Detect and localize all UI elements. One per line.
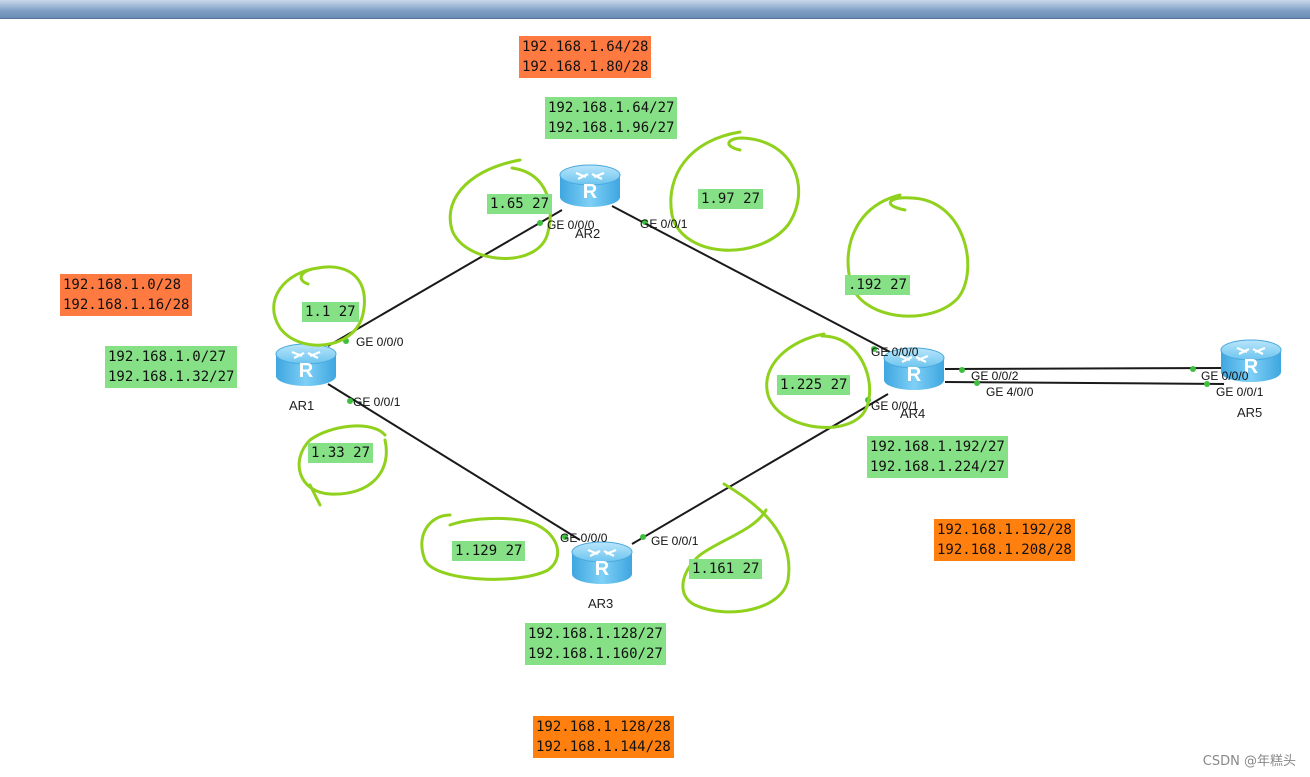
router-ar1-icon[interactable]	[274, 342, 338, 388]
port-label: GE 0/0/0	[547, 218, 595, 232]
subnet-text: 192.168.1.224/27	[870, 459, 1005, 475]
interface-tag-ar2-g0: 1.65 27	[487, 194, 553, 214]
port-label: GE 0/0/0	[356, 335, 404, 349]
subnet-text: 192.168.1.80/28	[522, 59, 649, 75]
subnet-text: 192.168.1.64/28	[522, 39, 649, 55]
subnet-text: 192.168.1.0/28	[63, 277, 182, 293]
subnet-text: 192.168.1.64/27	[548, 100, 675, 116]
link-ar1-ar2	[327, 209, 563, 347]
annotation-circle	[765, 332, 872, 429]
port-label: GE 0/0/1	[353, 395, 401, 409]
router-ar4-label: AR4	[900, 406, 926, 421]
port-label: GE 4/0/0	[986, 385, 1034, 399]
subnet-text: 192.168.1.208/28	[937, 542, 1072, 558]
port-label: GE 0/0/1	[651, 534, 699, 548]
subnet-text: 192.168.1.32/27	[108, 369, 235, 385]
link-ar4-ar5-b	[944, 381, 1225, 385]
subnet-text: 192.168.1.128/27	[528, 626, 663, 642]
subnet-box-ar4-28: 192.168.1.192/28 192.168.1.208/28	[934, 519, 1075, 561]
annotation-circle	[681, 482, 791, 614]
subnet-text: 192.168.1.144/28	[536, 739, 671, 755]
router-ar1-label: AR1	[289, 398, 315, 413]
subnet-box-ar2-28: 192.168.1.64/28 192.168.1.80/28	[519, 36, 652, 78]
subnet-box-ar4-27: 192.168.1.192/27 192.168.1.224/27	[867, 436, 1008, 478]
port-label: GE 0/0/0	[1201, 369, 1249, 383]
link-ar3-ar4	[631, 393, 889, 545]
subnet-text: 192.168.1.128/28	[536, 719, 671, 735]
interface-tag-ar4-g0: .192 27	[845, 275, 911, 295]
port-label: GE 0/0/0	[871, 345, 919, 359]
subnet-box-ar3-28: 192.168.1.128/28 192.168.1.144/28	[533, 716, 674, 758]
annotation-circle	[846, 193, 970, 318]
link-ar2-ar4	[611, 205, 891, 353]
annotation-circle	[297, 424, 388, 507]
subnet-text: 192.168.1.16/28	[63, 297, 190, 313]
router-ar5-label: AR5	[1237, 405, 1263, 420]
port-label: GE 0/0/1	[871, 399, 919, 413]
subnet-box-ar3-27: 192.168.1.128/27 192.168.1.160/27	[525, 623, 666, 665]
annotation-circle	[669, 130, 801, 252]
link-ar4-ar5-a	[944, 367, 1225, 370]
interface-tag-ar1-g1: 1.33 27	[308, 443, 374, 463]
interface-tag-ar2-g1: 1.97 27	[698, 189, 764, 209]
port-dots	[343, 219, 1210, 540]
annotation-circle	[420, 513, 560, 581]
router-ar2-icon[interactable]	[558, 163, 622, 209]
annotation-circles	[272, 130, 970, 614]
port-label: GE 0/0/1	[1216, 385, 1264, 399]
interface-tag-ar3-g0: 1.129 27	[452, 541, 526, 561]
router-ar3-label: AR3	[588, 596, 614, 611]
interface-tag-ar3-g1: 1.161 27	[689, 559, 763, 579]
subnet-text: 192.168.1.160/27	[528, 646, 663, 662]
port-label: GE 0/0/1	[640, 217, 688, 231]
subnet-box-ar2-27: 192.168.1.64/27 192.168.1.96/27	[545, 97, 678, 139]
subnet-text: 192.168.1.192/27	[870, 439, 1005, 455]
window-title-bar	[0, 0, 1310, 19]
router-ar3-icon[interactable]	[570, 540, 634, 586]
subnet-text: 192.168.1.192/28	[937, 522, 1072, 538]
router-ar2-label: AR2	[575, 226, 601, 241]
annotation-circle	[272, 265, 366, 347]
link-ar1-ar3	[327, 383, 581, 541]
subnet-box-ar1-28: 192.168.1.0/28 192.168.1.16/28	[60, 274, 193, 316]
port-label: GE 0/0/2	[971, 369, 1019, 383]
subnet-text: 192.168.1.96/27	[548, 120, 675, 136]
interface-tag-ar4-g1: 1.225 27	[777, 375, 851, 395]
interface-tag-ar1-g0: 1.1 27	[302, 302, 359, 322]
port-label: GE 0/0/0	[560, 531, 608, 545]
subnet-box-ar1-27: 192.168.1.0/27 192.168.1.32/27	[105, 346, 238, 388]
watermark: CSDN @年糕头	[1202, 754, 1296, 769]
subnet-text: 192.168.1.0/27	[108, 349, 227, 365]
